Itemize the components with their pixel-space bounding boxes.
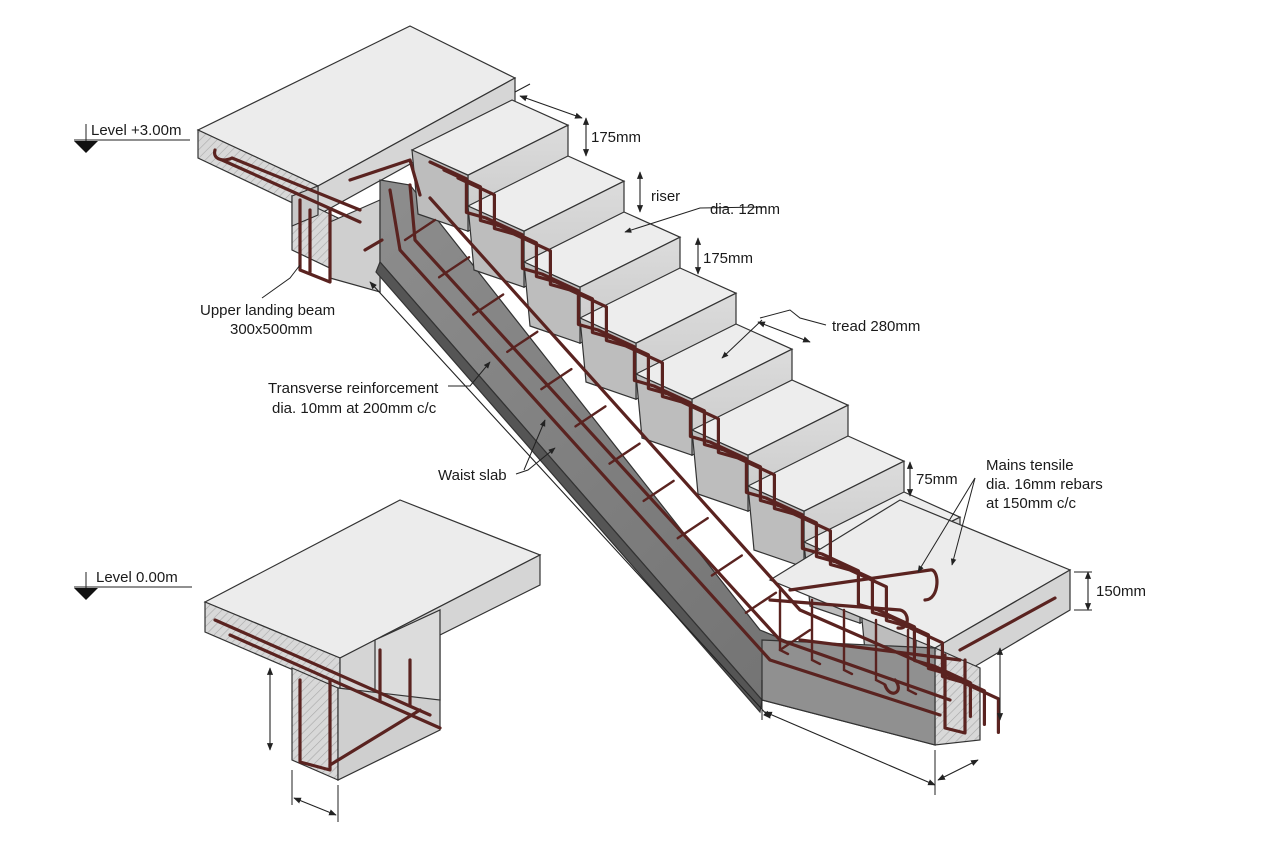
transverse-bar: [403, 218, 437, 242]
transverse-bar: [676, 516, 709, 540]
mains-label-line1: Mains tensile: [986, 457, 1074, 474]
level-upper-label: Level +3.00m: [91, 122, 181, 139]
landing-stirrup: [906, 628, 918, 696]
level-marker-icon: [74, 572, 192, 600]
labels: Level +3.00m Level 0.00m 175mm riser dia…: [91, 122, 1146, 600]
transverse-bar: [778, 628, 812, 652]
waist-label: Waist slab: [438, 467, 507, 484]
tread-label: tread 280mm: [832, 318, 920, 335]
level-lower-label: Level 0.00m: [96, 569, 178, 586]
mains-label-line2: dia. 16mm rebars: [986, 476, 1103, 493]
transverse-label-line1: Transverse reinforcement: [268, 380, 439, 397]
dim-150-label: 150mm: [1096, 583, 1146, 600]
landing-stirrup: [778, 588, 790, 656]
landing-stirrup: [842, 608, 854, 676]
step-side-section: [411, 149, 469, 233]
dimension-lines: [74, 83, 1092, 822]
level-marker-icon: [74, 124, 190, 153]
dia12-label: dia. 12mm: [710, 201, 780, 218]
transverse-label-line2: dia. 10mm at 200mm c/c: [272, 400, 437, 417]
landing-stirrup: [874, 618, 886, 686]
riser-label: riser: [651, 188, 680, 205]
riser-top-dim: 175mm: [591, 129, 641, 146]
transverse-bar: [437, 256, 471, 279]
transverse-bar: [744, 591, 778, 614]
riser-mid-dim: 175mm: [703, 250, 753, 267]
upper-landing: [196, 25, 517, 293]
dim-75-label: 75mm: [916, 471, 958, 488]
beam-label-line2: 300x500mm: [230, 321, 313, 338]
transverse-bar: [710, 554, 744, 577]
mains-label-line3: at 150mm c/c: [986, 495, 1077, 512]
landing-stirrup: [810, 598, 822, 666]
beam-label-line1: Upper landing beam: [200, 302, 335, 319]
